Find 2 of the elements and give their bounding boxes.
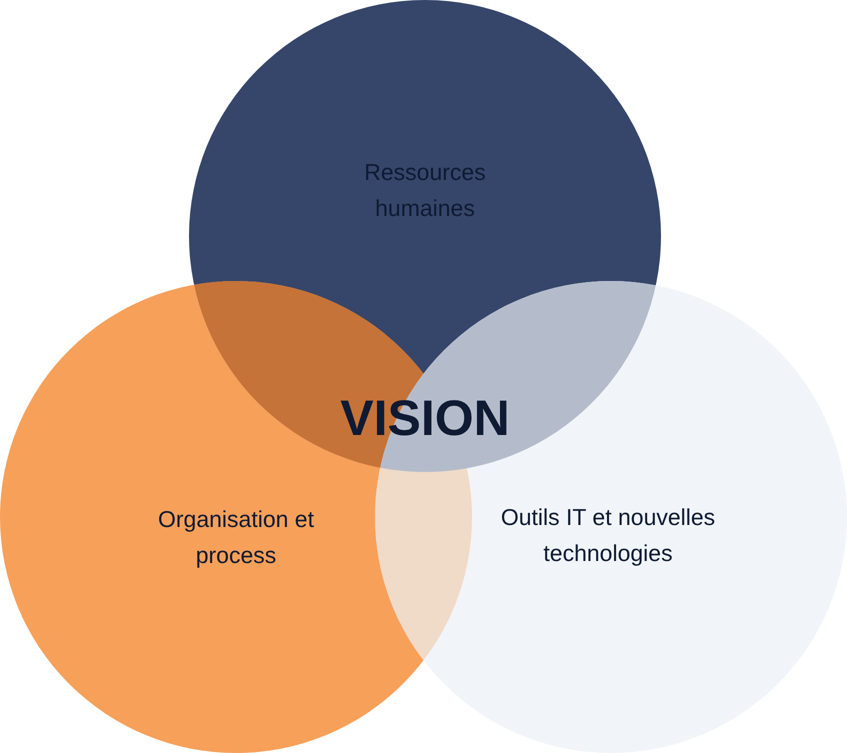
circle-label: Outils IT et nouvelles technologies [443, 499, 773, 571]
circle-label: Organisation et process [141, 501, 331, 573]
